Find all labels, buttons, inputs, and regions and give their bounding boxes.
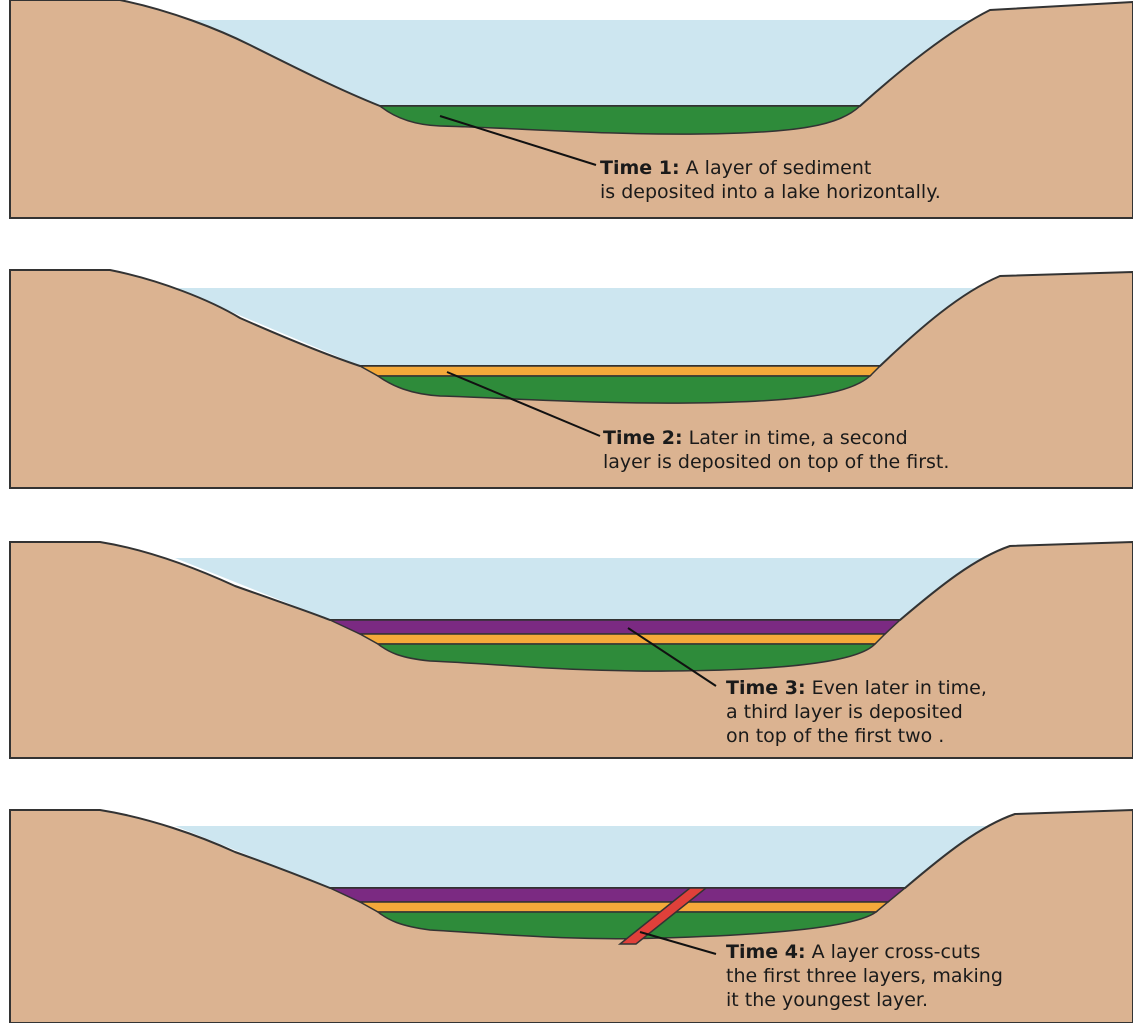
panel-time-4: Time 4: A layer cross-cuts the first thr… <box>0 806 1133 1023</box>
caption-time-2: Time 2: Later in time, a second layer is… <box>603 426 949 474</box>
caption-time-1: Time 1: A layer of sediment is deposited… <box>600 156 941 204</box>
cross-section-time-2 <box>0 268 1133 490</box>
panel-time-3: Time 3: Even later in time, a third laye… <box>0 536 1133 760</box>
layer-orange <box>360 366 880 376</box>
layer-orange <box>360 902 888 912</box>
caption-line-1: Even later in time, <box>812 677 987 699</box>
caption-line-3: on top of the first two . <box>726 724 987 748</box>
caption-label: Time 4: <box>726 941 806 963</box>
caption-line-2: is deposited into a lake horizontally. <box>600 180 941 204</box>
caption-label: Time 1: <box>600 157 680 179</box>
caption-line-2: the first three layers, making <box>726 964 1003 988</box>
panel-time-1: Time 1: A layer of sediment is deposited… <box>0 0 1133 222</box>
caption-line-1: Later in time, a second <box>689 427 908 449</box>
caption-label: Time 3: <box>726 677 806 699</box>
caption-line-2: a third layer is deposited <box>726 700 987 724</box>
cross-section-time-1 <box>0 0 1133 222</box>
caption-line-3: it the youngest layer. <box>726 988 1003 1012</box>
caption-label: Time 2: <box>603 427 683 449</box>
layer-purple <box>330 888 905 902</box>
layer-orange <box>360 634 885 644</box>
panel-time-2: Time 2: Later in time, a second layer is… <box>0 268 1133 490</box>
caption-time-3: Time 3: Even later in time, a third laye… <box>726 676 987 748</box>
layer-purple <box>330 620 900 634</box>
caption-line-1: A layer of sediment <box>686 157 872 179</box>
caption-time-4: Time 4: A layer cross-cuts the first thr… <box>726 940 1003 1012</box>
caption-line-2: layer is deposited on top of the first. <box>603 450 949 474</box>
caption-line-1: A layer cross-cuts <box>812 941 981 963</box>
